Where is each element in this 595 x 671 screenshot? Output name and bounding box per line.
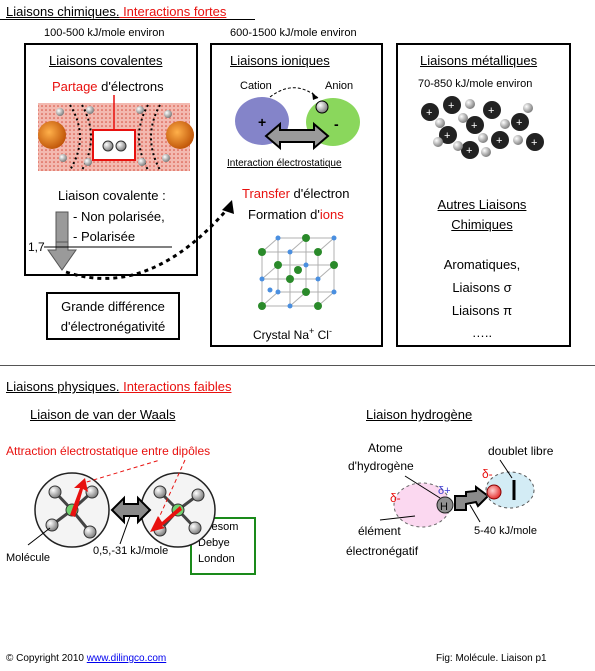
difference-box bbox=[46, 292, 180, 340]
hbond-energy: 5-40 kJ/mole bbox=[474, 525, 537, 537]
svg-text:+: + bbox=[444, 130, 450, 142]
cl-charge: - bbox=[328, 326, 332, 336]
website-link[interactable]: www.dilingco.com bbox=[86, 653, 167, 664]
svg-text:+: + bbox=[531, 137, 537, 149]
transfer-rest: d'électron bbox=[289, 186, 350, 201]
other-bonds-line2: Chimiques bbox=[451, 217, 513, 232]
cl-text: Cl bbox=[314, 328, 329, 342]
delta-plus: δ+ bbox=[438, 485, 451, 497]
molecule-label: Molécule bbox=[6, 552, 51, 564]
section-divider bbox=[0, 365, 595, 366]
copyright: © Copyright 2010 www.dilingco.com bbox=[6, 653, 166, 664]
ions-word: ions bbox=[319, 207, 344, 222]
covalent-sharing: Partage d'électrons bbox=[52, 79, 164, 94]
cation-label: Cation bbox=[240, 80, 272, 92]
vdw-energy: 0,5,-31 kJ/mole bbox=[93, 545, 169, 557]
anion-sign: - bbox=[334, 116, 339, 132]
ionic-energy: 600-1500 kJ/mole environ bbox=[230, 27, 357, 39]
hbond-title: Liaison hydrogène bbox=[366, 407, 473, 422]
copyright-text: Copyright 2010 bbox=[13, 653, 87, 664]
hydrogen-atom-line1: Atome bbox=[368, 441, 403, 455]
crystal-text: Crystal Na bbox=[253, 328, 310, 342]
covalent-title: Liaisons covalentes bbox=[49, 53, 163, 68]
svg-text:+: + bbox=[496, 135, 502, 147]
covalent-type-label: Liaison covalente : bbox=[58, 188, 166, 203]
weak-title-accent: Interactions faibles bbox=[119, 379, 232, 394]
covalent-polar: - Polarisée bbox=[73, 229, 136, 244]
hydrogen-atom-line2: d'hydrogène bbox=[348, 459, 414, 473]
crystal-label: Crystal Na+ Cl- bbox=[253, 326, 332, 342]
delta-minus-left: δ- bbox=[390, 491, 401, 505]
svg-text:+: + bbox=[448, 100, 454, 112]
cation-sign: + bbox=[258, 114, 266, 130]
threshold-value: 1,7 bbox=[28, 240, 45, 254]
delta-minus-right: δ- bbox=[482, 467, 493, 481]
weak-title-main: Liaisons physiques. bbox=[6, 379, 120, 394]
ionic-illustration: + - bbox=[235, 87, 360, 151]
svg-text:+: + bbox=[488, 105, 494, 117]
hydrogen-letter: H bbox=[440, 501, 448, 513]
metallic-energy: 70-850 kJ/mole environ bbox=[418, 78, 533, 90]
svg-text:+: + bbox=[471, 120, 477, 132]
strong-section-title: Liaisons chimiques. Interactions fortes bbox=[6, 4, 226, 19]
vdw-molecule-left bbox=[34, 472, 110, 548]
dipole-attraction: Attraction électrostatique entre dipôles bbox=[6, 444, 211, 458]
ion-formation: Formation d'ions bbox=[248, 207, 344, 222]
lone-pair-label: doublet libre bbox=[488, 444, 554, 458]
ellipsis-item: ….. bbox=[471, 325, 493, 340]
aromatic-item: Aromatiques, bbox=[443, 257, 521, 272]
pi-item: Liaisons π bbox=[451, 303, 513, 318]
metallic-box bbox=[396, 43, 571, 347]
transfer-word: Transfer bbox=[242, 186, 290, 201]
electron-transfer: Transfer d'électron bbox=[242, 186, 350, 201]
sharing-rest: d'électrons bbox=[97, 79, 164, 94]
svg-text:+: + bbox=[466, 145, 472, 157]
metallic-cluster: + + + + + + + + + bbox=[421, 96, 544, 159]
formation-rest: Formation d' bbox=[248, 207, 320, 222]
weak-section-title: Liaisons physiques. Interactions faibles bbox=[6, 379, 231, 394]
vdw-arrow bbox=[110, 495, 152, 525]
crystal-atoms bbox=[258, 234, 338, 310]
anion-label: Anion bbox=[325, 80, 354, 92]
sharing-word: Partage bbox=[52, 79, 98, 94]
covalent-nonpolar: - Non polarisée, bbox=[73, 209, 165, 224]
copyright-symbol: © bbox=[6, 653, 14, 664]
strong-title-accent: Interactions fortes bbox=[119, 4, 227, 19]
svg-text:+: + bbox=[426, 107, 432, 119]
london-label: London bbox=[198, 553, 235, 565]
vdw-title: Liaison de van der Waals bbox=[30, 407, 176, 422]
strong-title-main: Liaisons chimiques. bbox=[6, 4, 120, 19]
figure-caption: Fig: Molécule. Liaison p1 bbox=[436, 653, 547, 664]
electrostatic-interaction-label: Interaction électrostatique bbox=[227, 158, 342, 169]
other-bonds-line1: Autres Liaisons bbox=[437, 197, 527, 212]
metallic-title: Liaisons métalliques bbox=[420, 53, 538, 68]
ionic-title: Liaisons ioniques bbox=[230, 53, 330, 68]
svg-text:+: + bbox=[516, 117, 522, 129]
covalent-energy: 100-500 kJ/mole environ bbox=[44, 27, 165, 39]
debye-label: Debye bbox=[198, 537, 230, 549]
sigma-item: Liaisons σ bbox=[452, 280, 512, 295]
transition-arrow bbox=[65, 205, 232, 280]
electronegative-line2: électronégatif bbox=[346, 544, 419, 558]
strong-title-underline bbox=[0, 19, 255, 20]
difference-line2: d'électronégativité bbox=[60, 319, 166, 334]
difference-line1: Grande différence bbox=[61, 299, 165, 314]
ionic-box bbox=[210, 43, 383, 347]
na-charge: + bbox=[309, 326, 315, 336]
covalent-illustration bbox=[38, 95, 194, 171]
hbond-illustration: δ- H δ+ δ- bbox=[379, 459, 535, 528]
electronegative-line1: élément bbox=[358, 524, 401, 538]
vdw-molecule-right bbox=[140, 472, 216, 548]
